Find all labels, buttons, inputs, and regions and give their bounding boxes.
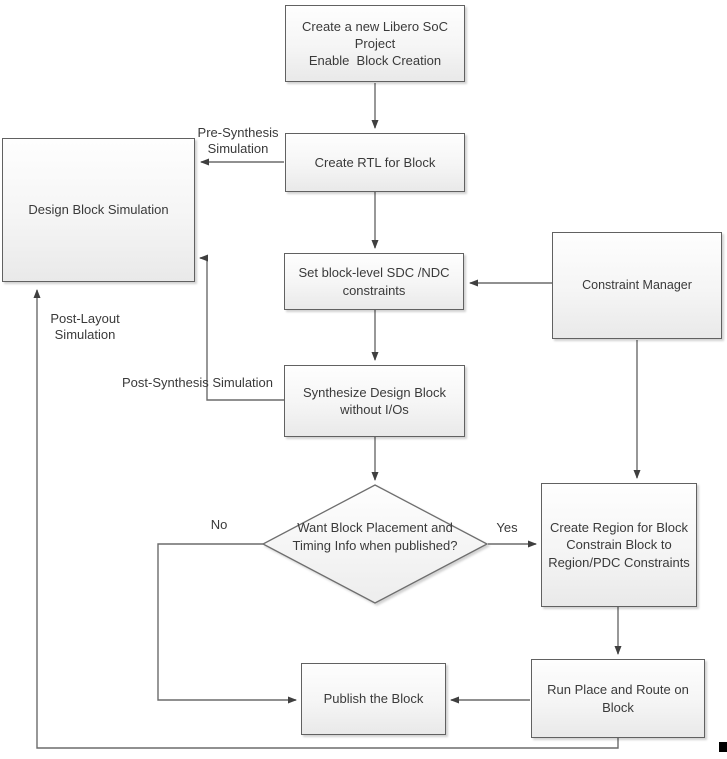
edge-label-no: No [210, 517, 228, 532]
node-set-constraints: Set block-level SDC /NDC constraints [284, 253, 464, 310]
node-constraint-manager: Constraint Manager [552, 232, 722, 339]
screen-artifact-mark [719, 742, 727, 752]
node-label: Run Place and Route on Block [547, 682, 689, 715]
decision-label: Want Block Placement and Timing Info whe… [292, 520, 458, 553]
node-label: Design Block Simulation [28, 202, 169, 218]
edge-label-yes: Yes [496, 520, 518, 535]
node-label: Create Region for Block Constrain Block … [548, 520, 690, 570]
node-label: Create RTL for Block [314, 154, 436, 170]
node-publish-block: Publish the Block [301, 663, 446, 735]
connector-synthesize-to-design-sim [199, 254, 284, 401]
edge-label-pre-synthesis-simulation: Pre-Synthesis Simulation [197, 125, 279, 156]
node-label: Create a new Libero SoC Project Enable B… [302, 18, 448, 69]
connector-pnr-to-design-sim-feedback [33, 289, 619, 749]
node-label: Constraint Manager [582, 278, 692, 293]
node-create-project: Create a new Libero SoC Project Enable B… [285, 5, 465, 82]
node-create-rtl: Create RTL for Block [285, 133, 465, 192]
node-create-region: Create Region for Block Constrain Block … [541, 483, 697, 607]
edge-label-post-synthesis-simulation: Post-Synthesis Simulation [122, 375, 274, 390]
node-label: Publish the Block [323, 691, 424, 707]
decision-diamond [261, 484, 489, 604]
node-label: Synthesize Design Block without I/Os [302, 384, 447, 417]
node-design-block-simulation: Design Block Simulation [2, 138, 195, 282]
connector-decision-no-to-publish [157, 543, 297, 704]
node-label: Set block-level SDC /NDC constraints [298, 265, 450, 298]
edge-label-post-layout-simulation: Post-Layout Simulation [50, 311, 120, 342]
node-run-place-and-route: Run Place and Route on Block [531, 659, 705, 738]
node-synthesize-design-block: Synthesize Design Block without I/Os [284, 365, 465, 437]
